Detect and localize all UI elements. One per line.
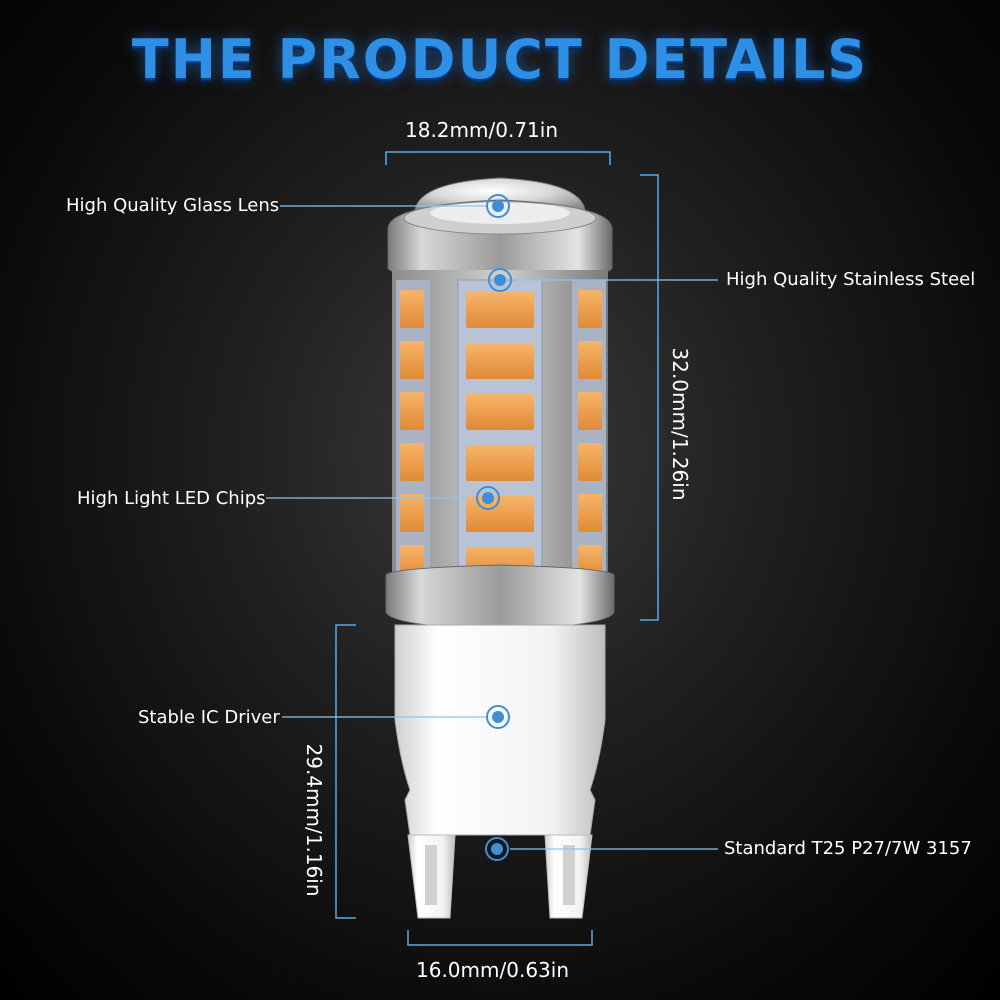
callout-stainless-steel: High Quality Stainless Steel xyxy=(726,269,976,290)
dimension-upper-height: 32.0mm/1.26in xyxy=(668,347,692,501)
lens-center xyxy=(430,202,570,224)
dimension-lower-height: 29.4mm/1.16in xyxy=(302,743,326,897)
base-slot-right xyxy=(563,845,575,905)
bottom-ring xyxy=(385,564,615,631)
callout-standard: Standard T25 P27/7W 3157 xyxy=(724,838,972,859)
base-slot-left xyxy=(425,845,437,905)
callout-glass-lens: High Quality Glass Lens xyxy=(66,195,280,216)
callout-led-chips: High Light LED Chips xyxy=(77,488,266,509)
callout-markers xyxy=(476,194,512,861)
dimension-lines xyxy=(335,151,659,946)
dimension-top-width: 18.2mm/0.71in xyxy=(405,118,558,142)
dimension-bottom-width: 16.0mm/0.63in xyxy=(416,958,569,982)
led-chips-center xyxy=(466,292,534,577)
page-title: THE PRODUCT DETAILS xyxy=(131,28,869,91)
glass-lens xyxy=(414,177,586,211)
led-chips-right xyxy=(578,290,602,577)
callout-ic-driver: Stable IC Driver xyxy=(138,707,280,728)
plastic-base xyxy=(394,624,606,836)
callout-lines xyxy=(266,205,718,850)
led-chips-left xyxy=(400,290,424,577)
